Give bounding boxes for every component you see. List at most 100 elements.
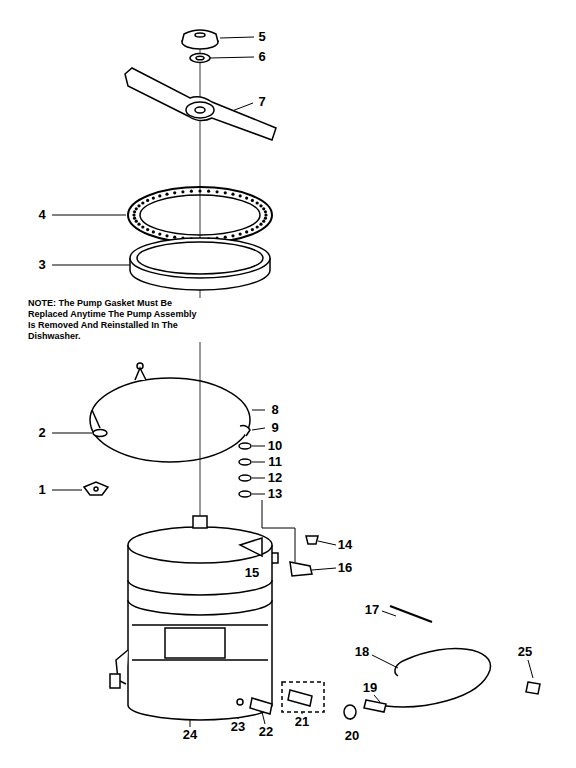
- leader-lines-stroke: [262, 528, 295, 529]
- strainer-ring-4-stroke-stroke: [135, 220, 138, 223]
- pump-motor-24-stroke: [128, 580, 272, 595]
- callout-number: 7: [257, 95, 266, 109]
- washer-6-stroke: [196, 56, 204, 60]
- strainer-ring-4-stroke-stroke: [152, 196, 155, 199]
- washer-2-bracket-1: [84, 430, 108, 496]
- leader-lines-stroke: [252, 494, 265, 495]
- strainer-ring-4-stroke-stroke: [239, 194, 242, 197]
- spray-arm-7-stroke: [125, 68, 276, 140]
- callout-number: 15: [244, 566, 260, 580]
- leader-lines-stroke: [295, 528, 296, 562]
- strainer-ring-4-stroke-stroke: [251, 199, 254, 202]
- small-parts-9-13-stroke: [239, 475, 251, 481]
- strainer-ring-4-stroke-stroke: [135, 207, 138, 210]
- small-parts-9-13-stroke: [239, 459, 251, 465]
- leader-lines-stroke: [318, 541, 336, 545]
- callout-number: 21: [294, 715, 310, 729]
- strainer-ring-4-stroke-stroke: [137, 204, 140, 207]
- pump-motor-24-stroke: [128, 545, 272, 720]
- leader-lines-stroke: [52, 490, 82, 491]
- strainer-ring-4-stroke-stroke: [207, 190, 210, 193]
- callout-number: 14: [337, 538, 353, 552]
- fittings-20-23-stroke: [237, 699, 243, 705]
- strainer-ring-4-stroke-stroke: [133, 217, 136, 220]
- strainer-ring-4-stroke: [128, 187, 272, 243]
- leader-lines-stroke: [252, 410, 265, 411]
- leader-lines-stroke: [232, 103, 253, 111]
- gasket-3-stroke: [130, 238, 270, 278]
- strainer-ring-4-stroke: [140, 195, 260, 235]
- strainer-ring-4-stroke-stroke: [173, 236, 176, 239]
- strainer-ring-4-stroke-stroke: [132, 213, 135, 216]
- leader-lines-stroke: [220, 37, 254, 38]
- cap-5: [182, 30, 218, 49]
- strainer-ring-4-stroke-stroke: [259, 204, 262, 207]
- clamp-wire-8-stroke: [135, 368, 146, 380]
- spray-arm-7: [125, 68, 276, 140]
- hose-17-19-25-stroke: [526, 682, 540, 694]
- clamp-wire-8-stroke: [92, 410, 100, 428]
- callout-number: 6: [257, 50, 266, 64]
- strainer-ring-4-stroke-stroke: [231, 193, 234, 196]
- callout-number: 25: [517, 645, 533, 659]
- strainer-ring-4-stroke-stroke: [239, 232, 242, 235]
- callout-number: 12: [267, 471, 283, 485]
- callout-number: 3: [37, 258, 46, 272]
- strainer-ring-4-stroke-stroke: [256, 201, 259, 204]
- clamp-wire-8-stroke: [90, 378, 250, 462]
- spray-arm-7-stroke: [186, 102, 214, 118]
- callout-number: 13: [267, 487, 283, 501]
- fittings-20-23-stroke: [250, 698, 272, 714]
- fittings-20-23: [237, 682, 356, 719]
- strainer-ring-4-stroke-stroke: [251, 228, 254, 231]
- strainer-ring-4-stroke-stroke: [262, 220, 265, 223]
- callout-number: 17: [364, 603, 380, 617]
- leader-lines-stroke: [52, 433, 92, 434]
- strainer-ring-4-stroke-stroke: [158, 194, 161, 197]
- clamp-wire-8: [90, 363, 250, 462]
- strainer-ring-4-stroke-stroke: [146, 228, 149, 231]
- callout-number: 10: [267, 439, 283, 453]
- hose-17-19-25-stroke: [364, 700, 386, 712]
- callout-number: 9: [270, 421, 279, 435]
- clamp-wire-8-stroke: [137, 363, 143, 369]
- callout-number: 1: [37, 483, 46, 497]
- washer-2-bracket-1-stroke: [93, 430, 107, 437]
- leader-lines-stroke: [262, 712, 265, 724]
- small-parts-9-13-stroke: [239, 443, 251, 449]
- strainer-ring-4-stroke-stroke: [262, 207, 265, 210]
- hardware-14-16-stroke: [306, 536, 318, 544]
- callout-number: 8: [270, 403, 279, 417]
- strainer-ring-4-stroke-stroke: [137, 223, 140, 226]
- strainer-ring-4-stroke-stroke: [245, 196, 248, 199]
- strainer-ring-4-stroke-stroke: [224, 236, 227, 239]
- fittings-20-23-stroke: [288, 690, 312, 706]
- strainer-ring-4-stroke-stroke: [264, 217, 267, 220]
- cap-5-stroke: [195, 33, 205, 37]
- pump-motor-24-stroke: [132, 625, 268, 660]
- washer-6: [190, 54, 210, 63]
- callout-number: 19: [362, 681, 378, 695]
- strainer-ring-4-stroke-stroke: [198, 189, 201, 192]
- spray-arm-7-stroke: [195, 107, 205, 113]
- strainer-ring-4-stroke-stroke: [181, 190, 184, 193]
- pump-motor-24-stroke: [240, 538, 262, 556]
- strainer-ring-4-stroke-stroke: [158, 232, 161, 235]
- hose-17-19-25-stroke: [390, 606, 432, 622]
- leader-lines-stroke: [252, 428, 265, 430]
- cap-5-stroke: [182, 30, 218, 42]
- callout-number: 18: [354, 645, 370, 659]
- strainer-ring-4-stroke: [132, 189, 267, 240]
- leader-lines-stroke: [210, 57, 254, 58]
- strainer-ring-4-stroke-stroke: [259, 223, 262, 226]
- callout-number: 11: [267, 455, 283, 469]
- pump-motor-24: [110, 516, 272, 720]
- pump-motor-24-stroke: [193, 516, 207, 528]
- fittings-20-23-stroke: [344, 705, 356, 719]
- strainer-ring-4-stroke-stroke: [190, 190, 193, 193]
- strainer-ring-4-stroke-stroke: [215, 190, 218, 193]
- strainer-ring-4-stroke-stroke: [152, 230, 155, 233]
- pump-motor-24-stroke: [128, 527, 272, 563]
